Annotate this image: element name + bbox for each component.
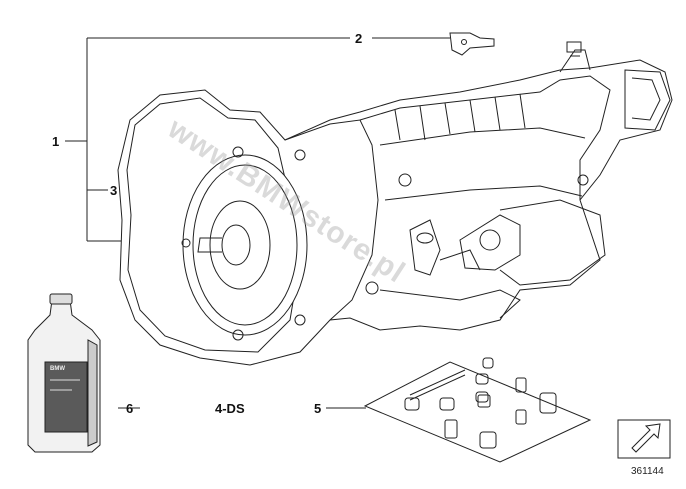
diagram-number: 361144 bbox=[631, 466, 664, 477]
callout-2: 2 bbox=[355, 31, 363, 46]
callout-5: 5 bbox=[314, 401, 322, 416]
bottle-label: BMW bbox=[50, 366, 65, 372]
valve-body bbox=[409, 214, 521, 276]
fluid-bottle bbox=[27, 293, 101, 453]
screw-kit bbox=[363, 357, 592, 463]
callout-6: 6 bbox=[126, 401, 134, 416]
torque-converter bbox=[181, 146, 589, 341]
variant-label: 4-DS bbox=[215, 401, 245, 416]
callout-1: 1 bbox=[52, 134, 60, 149]
bracket-part bbox=[449, 32, 495, 56]
callout-3: 3 bbox=[110, 183, 118, 198]
direction-icon bbox=[617, 419, 671, 459]
